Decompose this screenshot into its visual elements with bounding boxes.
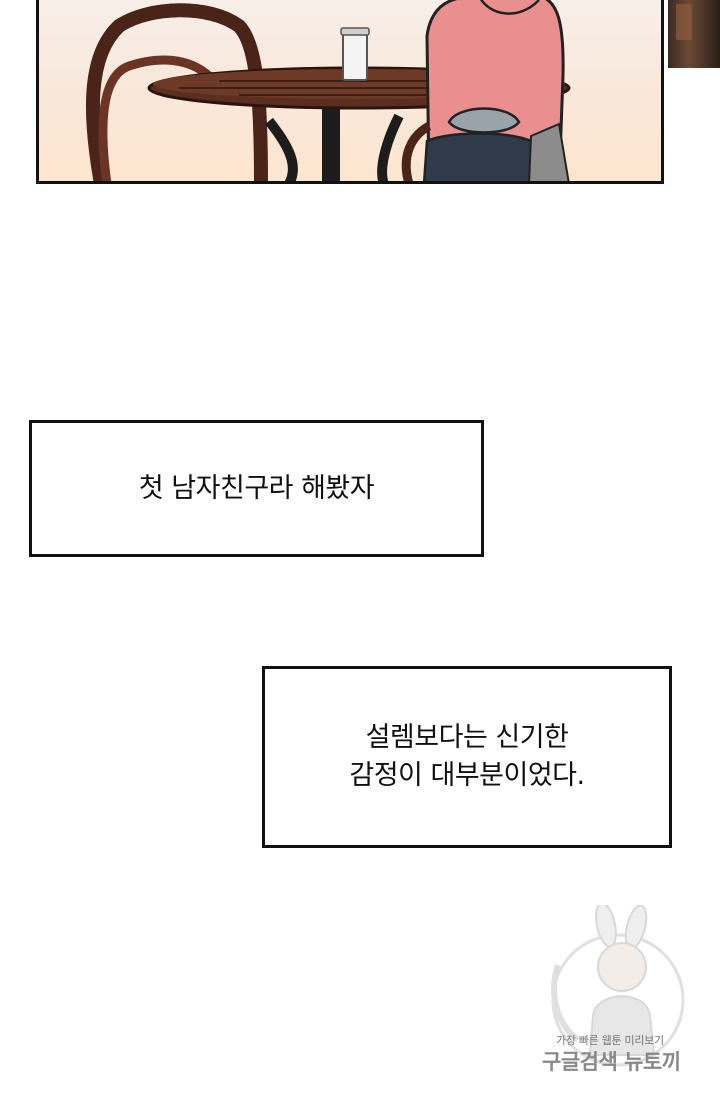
watermark-small-text: 가장 빠른 웹툰 미리보기 bbox=[556, 1034, 664, 1047]
narration-box-2: 설렘보다는 신기한 감정이 대부분이었다. bbox=[262, 666, 672, 848]
chair-right bbox=[401, 122, 432, 181]
bag bbox=[528, 122, 570, 181]
watermark-logo-icon bbox=[551, 905, 685, 1067]
table-leg-right bbox=[377, 113, 404, 181]
narration-text-2-line-2: 감정이 대부분이었다. bbox=[349, 760, 585, 791]
narration-text-2-line-1: 설렘보다는 신기한 bbox=[365, 722, 569, 753]
chair-rail bbox=[98, 55, 213, 181]
cafe-illustration bbox=[85, 0, 571, 181]
hands bbox=[447, 107, 521, 134]
cup bbox=[342, 29, 368, 81]
adjacent-panel-edge bbox=[668, 0, 720, 68]
cup-lid bbox=[340, 27, 370, 36]
watermark-large-text: 구글검색 뉴토끼 bbox=[542, 1050, 681, 1074]
comic-panel-cafe bbox=[36, 0, 664, 184]
jeans bbox=[422, 132, 533, 181]
narration-text-1: 첫 남자친구라 해봤자 bbox=[138, 472, 375, 504]
narration-box-1: 첫 남자친구라 해봤자 bbox=[29, 420, 484, 557]
table-leg-left bbox=[265, 117, 298, 181]
hoodie-neck bbox=[480, 0, 540, 15]
